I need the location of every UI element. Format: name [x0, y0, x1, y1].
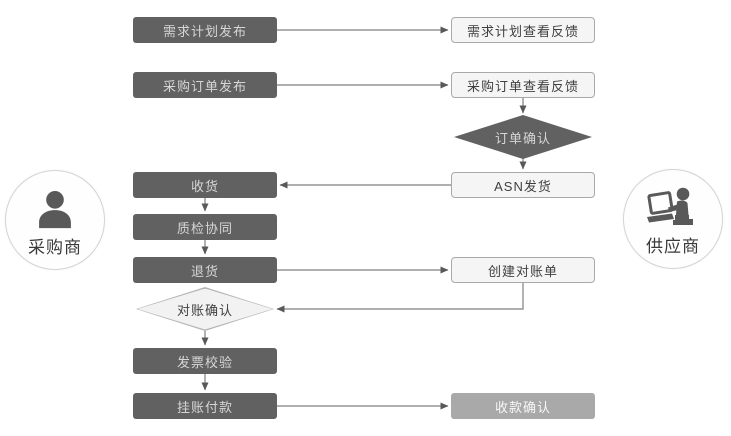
node-order-confirm: 订单确认 — [454, 115, 592, 159]
node-statement-confirm-label: 对账确认 — [176, 302, 233, 318]
node-quality-collab: 质检协同 — [133, 214, 277, 240]
node-return-goods: 退货 — [133, 257, 277, 283]
node-statement-confirm: 对账确认 — [136, 287, 274, 331]
actor-buyer-label: 采购商 — [28, 238, 82, 257]
node-invoice-check: 发票校验 — [133, 348, 277, 374]
node-payment-confirm: 收款确认 — [451, 393, 595, 419]
actor-supplier-label: 供应商 — [646, 237, 700, 256]
person-icon — [32, 186, 78, 232]
node-asn-ship: ASN发货 — [451, 172, 595, 198]
actor-buyer: 采购商 — [5, 170, 105, 270]
node-po-publish: 采购订单发布 — [133, 72, 277, 98]
node-demand-plan-feedback: 需求计划查看反馈 — [451, 17, 595, 43]
node-create-statement: 创建对账单 — [451, 257, 595, 283]
node-receive-goods: 收货 — [133, 172, 277, 198]
person-laptop-icon — [646, 185, 700, 231]
node-po-feedback: 采购订单查看反馈 — [451, 72, 595, 98]
actor-supplier: 供应商 — [623, 169, 723, 269]
node-demand-plan-publish: 需求计划发布 — [133, 17, 277, 43]
node-order-confirm-label: 订单确认 — [494, 130, 551, 146]
connector-statement-to-confirm — [276, 283, 524, 313]
node-book-payment: 挂账付款 — [133, 393, 277, 419]
